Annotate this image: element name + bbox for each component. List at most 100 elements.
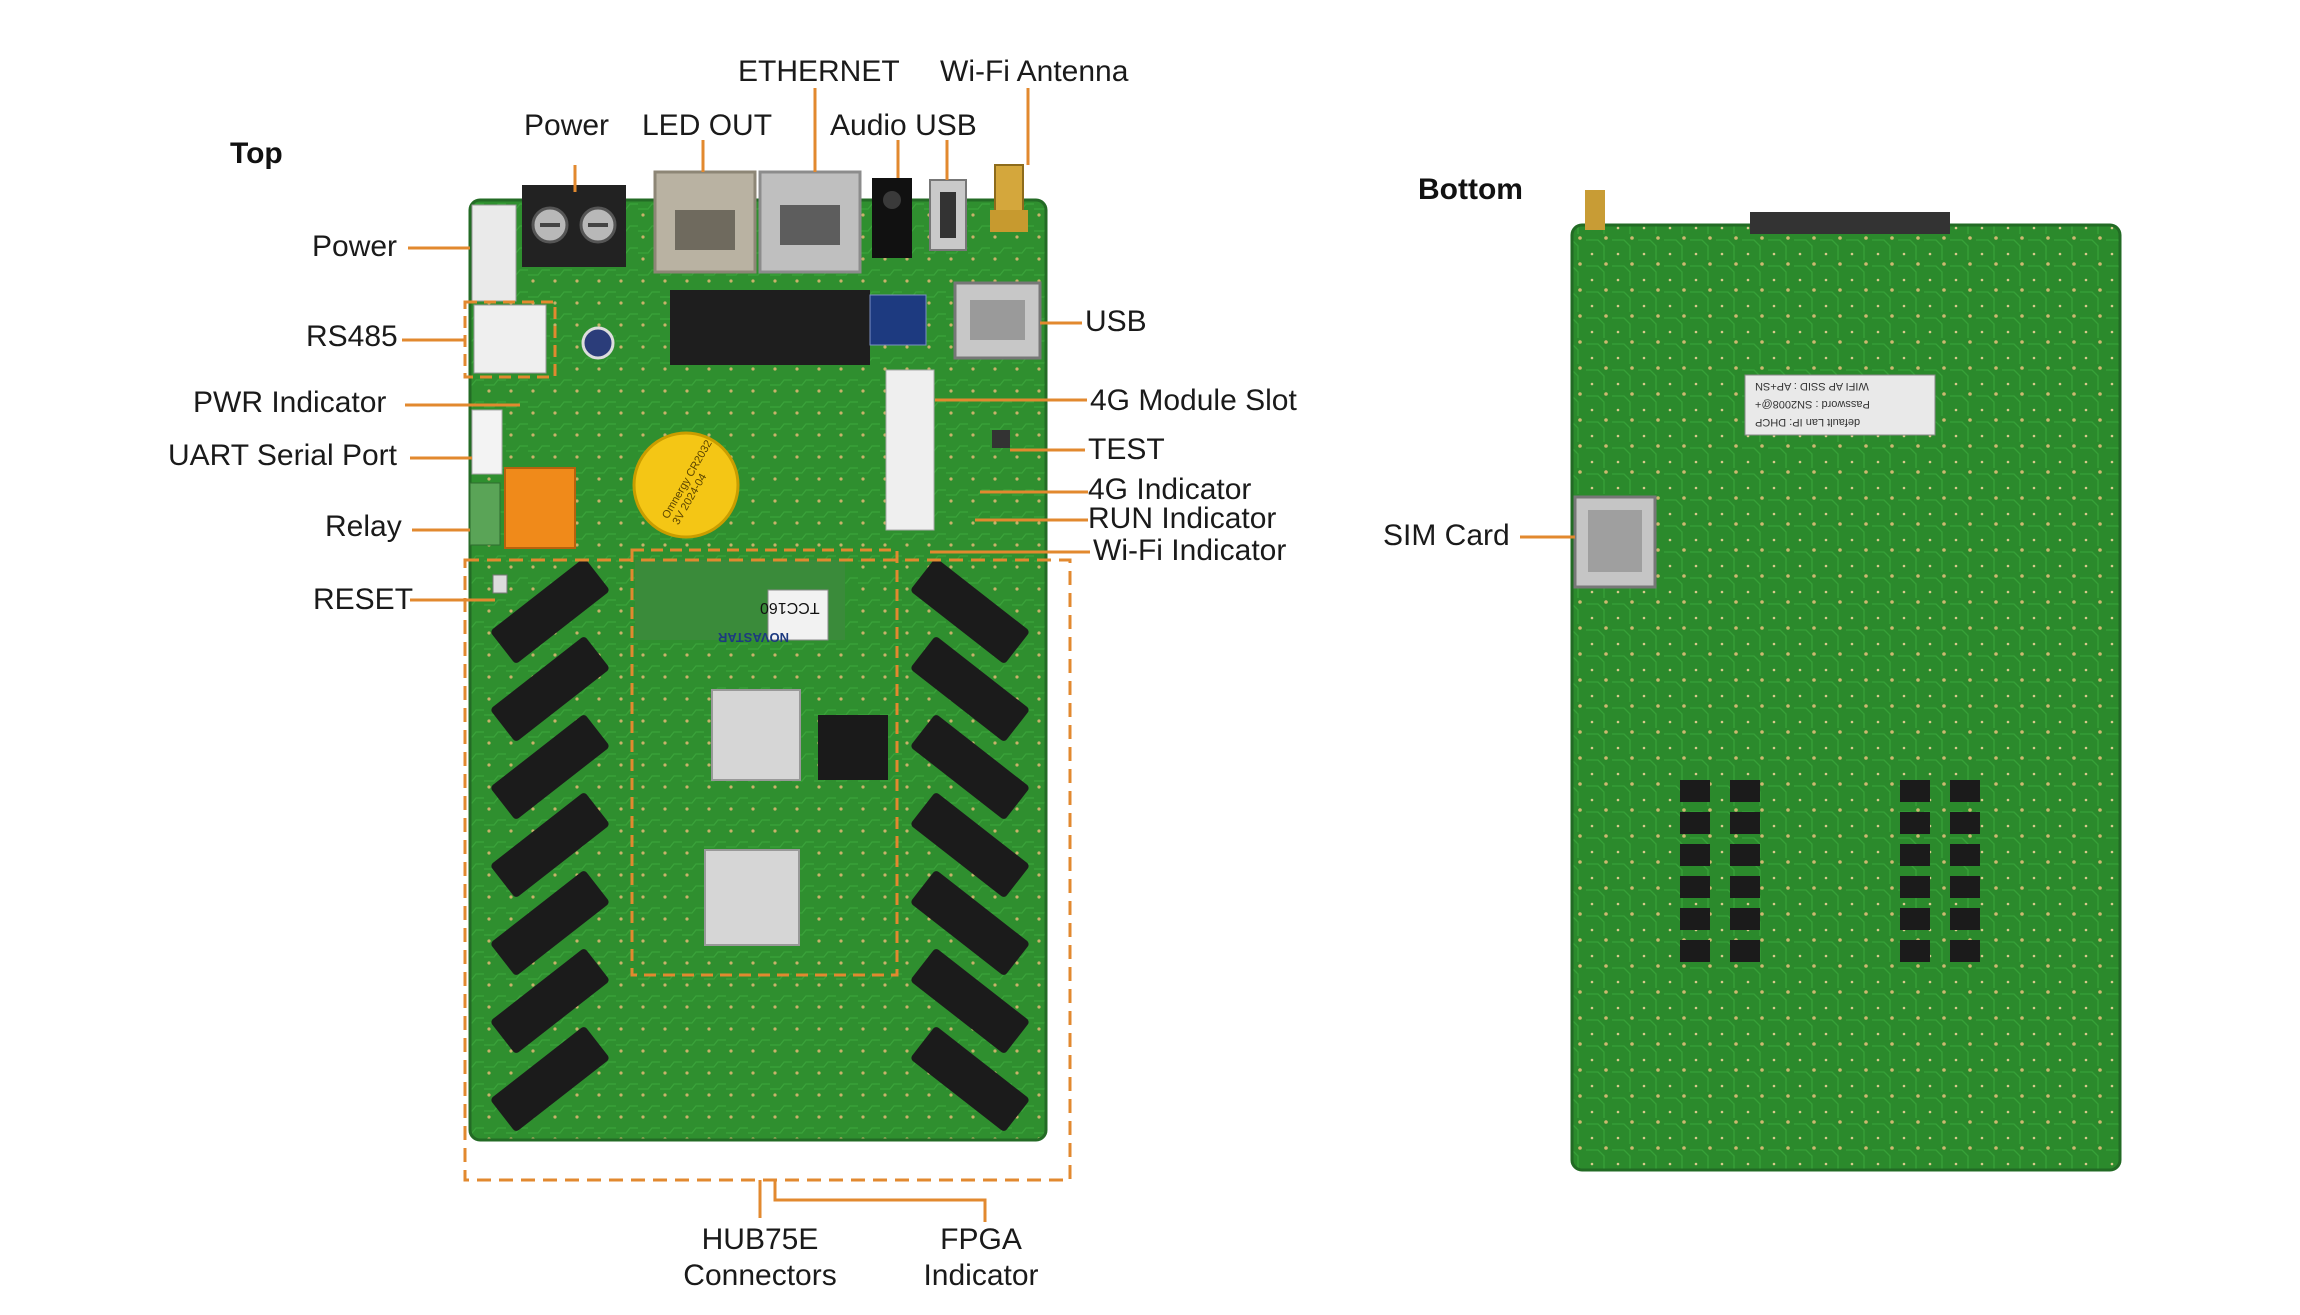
heatsink-2 (704, 849, 800, 946)
hub75e-left-connector-7 (491, 1027, 609, 1131)
bottom-chip-12 (1730, 940, 1760, 962)
bottom-edge-connectors (1750, 212, 1950, 234)
hub75e-right-connector-4 (911, 793, 1029, 897)
ethernet-rj45 (758, 170, 862, 274)
label-fpga: FPGA Indicator (923, 1222, 1038, 1294)
label-led-out: LED OUT (642, 109, 773, 142)
hub75e-left-connector-4 (491, 793, 609, 897)
bottom-chip-5 (1680, 908, 1710, 930)
label-reset: RESET (313, 583, 414, 616)
wifi-sticker (1744, 374, 1936, 436)
hub75e-left-connector-5 (491, 871, 609, 975)
label-usb: USB (1085, 305, 1147, 338)
bottom-chip-9 (1730, 844, 1760, 866)
bottom-chip-24 (1950, 940, 1980, 962)
bottom-chip-16 (1900, 876, 1930, 898)
power-header (471, 204, 517, 302)
bottom-chip-1 (1680, 780, 1710, 802)
rs485-header (473, 304, 547, 374)
bottom-chip-18 (1900, 940, 1930, 962)
bottom-chip-23 (1950, 908, 1980, 930)
bottom-antenna (1585, 190, 1605, 230)
top-title: Top (230, 137, 283, 170)
sticker-line-1: WIFI AP SSID : AP+SN (1755, 380, 1869, 392)
relay-terminal (469, 482, 501, 546)
wifi-antenna-connector (990, 164, 1028, 232)
label-power-top: Power (524, 109, 610, 142)
4g-module-slot (885, 369, 935, 531)
label-test: TEST (1088, 433, 1165, 466)
hub75e-right-connector-1 (911, 559, 1029, 663)
label-4g-module: 4G Module Slot (1090, 384, 1297, 417)
hub75e-outline (463, 558, 1072, 1182)
transformer-block (670, 290, 870, 365)
sticker-line-2: Password : SN2008@+ (1755, 398, 1870, 410)
bottom-chip-14 (1900, 812, 1930, 834)
label-sim-card: SIM Card (1383, 519, 1510, 552)
label-ethernet: ETHERNET (738, 55, 900, 88)
hub75e-right-stack (911, 559, 1029, 1131)
bottom-board (1570, 190, 2122, 1172)
fpga-outline (630, 548, 899, 977)
relay-body (504, 467, 576, 549)
capacitor (581, 326, 615, 360)
hub75e-right-connector-7 (911, 1027, 1029, 1131)
hub75e-left-connector-6 (491, 949, 609, 1053)
hub75e-right-connector-6 (911, 949, 1029, 1053)
bottom-chip-19 (1950, 780, 1980, 802)
bottom-chip-array (1680, 780, 1980, 962)
hub75e-left-connector-3 (491, 715, 609, 819)
bottom-chip-22 (1950, 876, 1980, 898)
label-hub75e: HUB75E Connectors (683, 1222, 836, 1294)
coin-battery (632, 431, 740, 539)
hub75e-right-connector-5 (911, 871, 1029, 975)
label-hub75e-line1: HUB75E (701, 1223, 819, 1256)
power-terminal (522, 185, 626, 267)
label-fpga-line1: FPGA (940, 1223, 1022, 1256)
label-relay: Relay (325, 510, 402, 543)
label-run-indicator: RUN Indicator (1088, 502, 1277, 535)
label-fpga-line2: Indicator (923, 1259, 1039, 1292)
usb-port (953, 281, 1042, 360)
audio-jack (872, 178, 912, 258)
bottom-chip-6 (1680, 940, 1710, 962)
hub75e-right-connector-2 (911, 637, 1029, 741)
heatsink-1 (711, 689, 801, 781)
leader-fpga (773, 1180, 987, 1222)
label-pwr-indicator: PWR Indicator (193, 386, 387, 419)
label-wifi-antenna: Wi-Fi Antenna (940, 55, 1129, 88)
sticker-line-3: default Lan IP: DHCP (1755, 416, 1861, 428)
bottom-chip-13 (1900, 780, 1930, 802)
bottom-chip-3 (1680, 844, 1710, 866)
board-model-text: TCC160 (760, 599, 820, 616)
fpga-chip (818, 715, 888, 780)
bottom-chip-20 (1950, 812, 1980, 834)
board-brand-text: NOVASTAR (718, 630, 790, 645)
hub75e-left-stack (491, 559, 609, 1131)
label-uart: UART Serial Port (168, 439, 397, 472)
bottom-chip-10 (1730, 876, 1760, 898)
bottom-chip-21 (1950, 844, 1980, 866)
reset-button (492, 574, 508, 594)
label-wifi-indicator: Wi-Fi Indicator (1093, 534, 1287, 567)
label-rs485: RS485 (306, 320, 398, 353)
wifi-module (869, 294, 927, 346)
bottom-chip-15 (1900, 844, 1930, 866)
label-audio-usb: Audio USB (830, 109, 977, 142)
label-hub75e-line2: Connectors (683, 1259, 837, 1292)
qr-label (767, 589, 829, 641)
bottom-chip-8 (1730, 812, 1760, 834)
leader-lines (402, 88, 1575, 1222)
label-4g-indicator: 4G Indicator (1088, 473, 1252, 506)
hub75e-left-connector-1 (491, 559, 609, 663)
audio-usb-port (929, 179, 967, 251)
bottom-pcb (1570, 223, 2122, 1172)
top-board (463, 164, 1072, 1182)
bottom-title: Bottom (1418, 173, 1523, 206)
bottom-chip-17 (1900, 908, 1930, 930)
sim-card-tray (1588, 510, 1642, 572)
label-power-left: Power (312, 230, 398, 263)
bottom-chip-4 (1680, 876, 1710, 898)
